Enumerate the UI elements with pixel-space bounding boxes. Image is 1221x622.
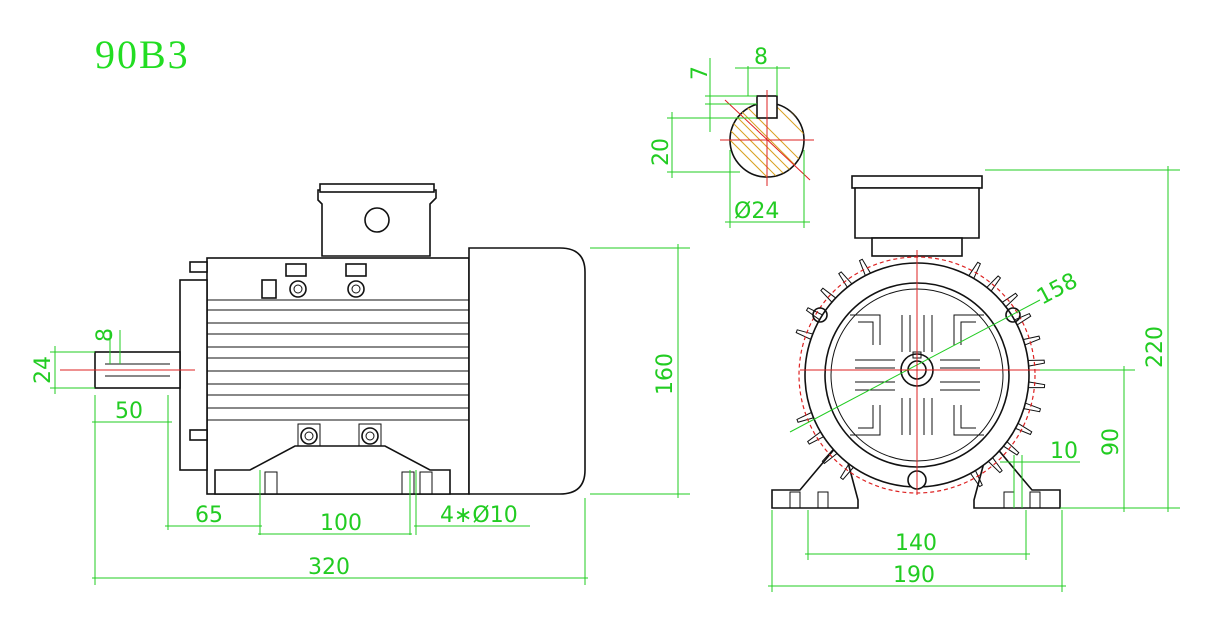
front-shaft-height-label: 90 (1099, 428, 1124, 456)
cooling-fin (821, 447, 839, 465)
cooling-fin (806, 430, 826, 445)
cooling-fin (1026, 381, 1046, 389)
front-view: 158 220 90 10 140 190 (768, 166, 1180, 592)
cooling-fin (838, 271, 854, 290)
cooling-fin (1021, 335, 1041, 347)
front-flange-diameter-label: 158 (1033, 269, 1082, 311)
shaft-height-label: 20 (649, 138, 674, 166)
front-hole-diameter-label: 10 (1050, 439, 1078, 464)
cooling-fin (795, 329, 815, 341)
side-shaft-diameter-label: 24 (31, 356, 56, 384)
side-foot-offset-label: 65 (195, 503, 223, 528)
side-total-length-label: 320 (308, 555, 350, 580)
shaft-diameter-label: Ø24 (734, 199, 779, 224)
cooling-fin (986, 455, 1003, 474)
cooling-fin (968, 468, 983, 488)
cooling-fin (1012, 312, 1032, 327)
shaft-key-depth-label: 7 (688, 66, 713, 80)
cooling-fin (1000, 292, 1019, 309)
cooling-fin (1021, 401, 1042, 413)
front-total-height-label: 220 (1143, 326, 1168, 368)
front-foot-width-label: 190 (893, 563, 935, 588)
cooling-fin (839, 461, 856, 481)
shaft-section: 8 7 20 Ø24 (649, 45, 814, 228)
side-mounting-holes-label: 4∗Ø10 (440, 503, 518, 528)
front-foot-spacing-label: 140 (895, 531, 937, 556)
cooling-fin (805, 307, 825, 322)
shaft-key-width-label: 8 (754, 45, 768, 70)
cooling-fin (1001, 439, 1020, 456)
side-height-label: 160 (653, 353, 678, 395)
side-shaft-length-label: 50 (115, 399, 143, 424)
cooling-fin (858, 258, 872, 278)
side-foot-spacing-label: 100 (320, 511, 362, 536)
drawing-title: 90B3 (95, 32, 190, 77)
cooling-fin (1013, 421, 1033, 436)
cooling-fin (796, 411, 816, 423)
side-view: 24 8 50 160 65 100 4∗Ø10 320 (31, 183, 690, 585)
side-key-width-label: 8 (93, 328, 118, 342)
cooling-fin (820, 287, 838, 304)
cooling-fin (967, 261, 982, 281)
cooling-fin (985, 275, 1002, 293)
cooling-fin (1026, 359, 1046, 367)
